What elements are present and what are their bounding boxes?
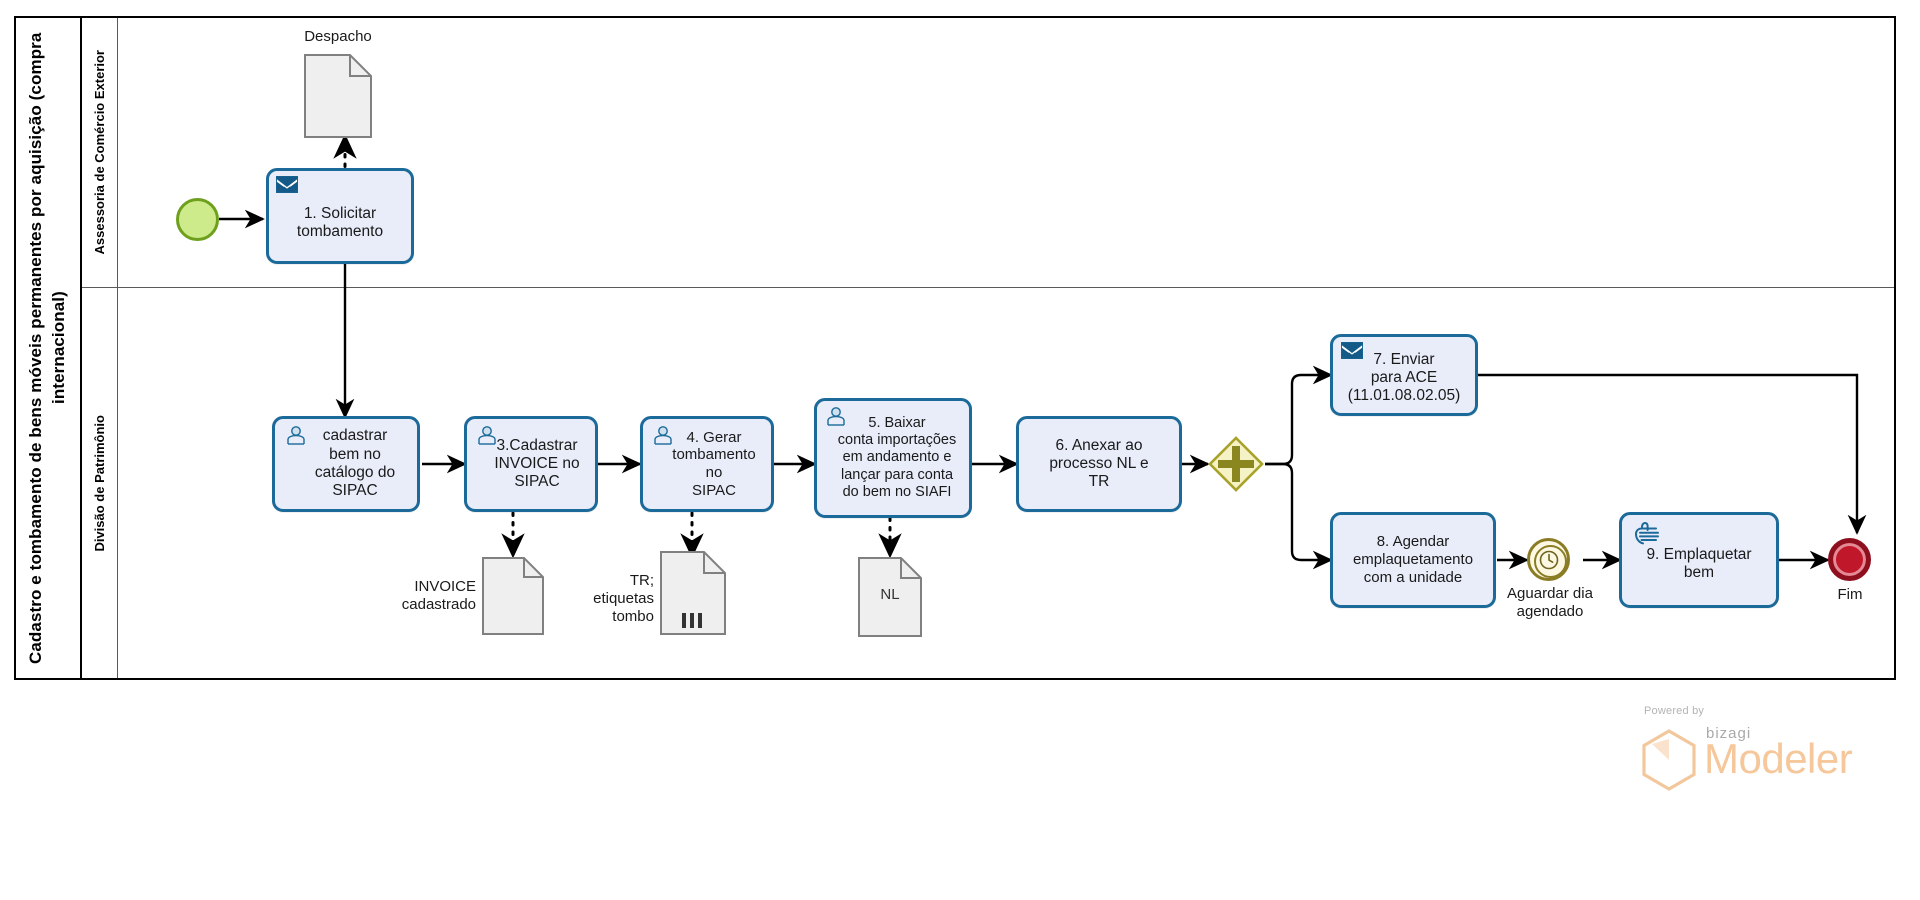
end-event-label: Fim [1837, 586, 1863, 603]
pool-title-label: Cadastro e tombamento de bens móveis per… [26, 32, 68, 664]
data-object-tr-etiquetas-tombo[interactable] [660, 551, 726, 640]
user-icon [652, 426, 674, 445]
envelope-icon [1341, 342, 1363, 361]
bizagi-watermark: Powered by bizagi Modeler [1640, 705, 1880, 795]
lane-title-0: Assessoria de Comércio Exterior [82, 18, 118, 287]
task-6-label: 6. Anexar ao processo NL e TR [1049, 436, 1149, 491]
task-5-baixar-conta-importacoes[interactable]: 5. Baixar conta importações em andamento… [814, 398, 972, 518]
parallel-gateway[interactable] [1208, 436, 1264, 492]
task-1-label: 1. Solicitar tombamento [296, 204, 384, 240]
task-2-cadastrar-bem-catalogo[interactable]: cadastrar bem no catálogo do SIPAC [272, 416, 420, 512]
data-object-nl-label: NL [880, 586, 900, 603]
data-object-despacho-label: Despacho [304, 28, 372, 45]
task-1-solicitar-tombamento[interactable]: 1. Solicitar tombamento [266, 168, 414, 264]
task-4-gerar-tombamento-sipac[interactable]: 4. Gerar tombamento no SIPAC [640, 416, 774, 512]
task-8-label: 8. Agendar emplaquetamento com a unidade [1352, 533, 1474, 586]
task-6-anexar-processo-nl-tr[interactable]: 6. Anexar ao processo NL e TR [1016, 416, 1182, 512]
watermark-product: Modeler [1704, 735, 1853, 782]
timer-event-aguardar-dia[interactable] [1527, 538, 1570, 581]
data-object-despacho[interactable] [304, 54, 372, 143]
envelope-icon [276, 176, 298, 195]
clock-icon [1539, 550, 1558, 569]
data-object-tr-label: TR; etiquetas tombo [593, 572, 654, 625]
task-2-label: cadastrar bem no catálogo do SIPAC [314, 427, 396, 500]
task-7-enviar-para-ace[interactable]: 7. Enviar para ACE (11.01.08.02.05) [1330, 334, 1478, 416]
user-icon [476, 426, 498, 445]
watermark-brand: bizagi [1706, 725, 1752, 742]
hand-icon [1632, 521, 1662, 547]
bizagi-logo-icon [1640, 729, 1698, 796]
end-event[interactable] [1828, 538, 1871, 581]
user-icon [285, 426, 307, 445]
timer-event-label: Aguardar dia agendado [1507, 585, 1593, 620]
task-8-agendar-emplaquetamento[interactable]: 8. Agendar emplaquetamento com a unidade [1330, 512, 1496, 608]
pool: Cadastro e tombamento de bens móveis per… [14, 16, 1896, 680]
task-9-label: 9. Emplaquetar bem [1646, 545, 1752, 581]
task-3-cadastrar-invoice-sipac[interactable]: 3.Cadastrar INVOICE no SIPAC [464, 416, 598, 512]
task-3-label: 3.Cadastrar INVOICE no SIPAC [494, 436, 580, 491]
task-9-emplaquetar-bem[interactable]: 9. Emplaquetar bem [1619, 512, 1779, 608]
data-object-nl[interactable] [858, 557, 922, 642]
task-7-label: 7. Enviar para ACE (11.01.08.02.05) [1347, 350, 1461, 405]
data-object-invoice-cadastrado[interactable] [482, 557, 544, 640]
task-4-label: 4. Gerar tombamento no SIPAC [672, 428, 756, 499]
start-event[interactable] [176, 198, 219, 241]
lane-label-patrimonio: Divisão de Patrimônio [92, 414, 107, 552]
pool-title: Cadastro e tombamento de bens móveis per… [16, 18, 82, 678]
user-icon [825, 407, 847, 426]
multi-instance-marker [682, 613, 702, 628]
watermark-powered-by: Powered by [1644, 705, 1705, 717]
lane-label-assessoria: Assessoria de Comércio Exterior [92, 50, 107, 255]
data-object-invoice-label: INVOICE cadastrado [401, 578, 476, 613]
lane-title-1: Divisão de Patrimônio [82, 288, 118, 678]
task-5-label: 5. Baixar conta importações em andamento… [837, 414, 957, 501]
